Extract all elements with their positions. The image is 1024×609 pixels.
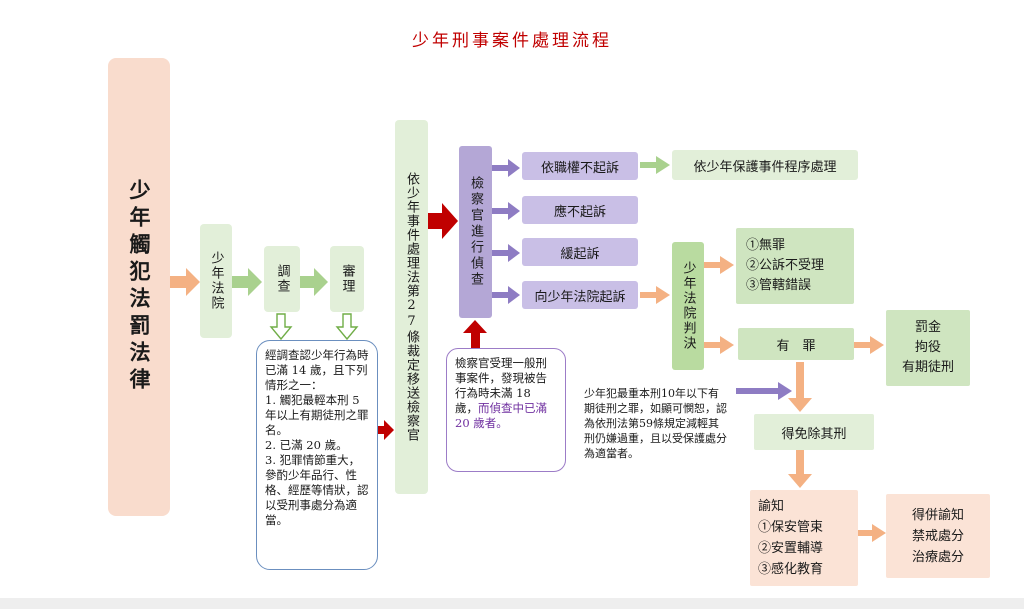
order-item-2: ②安置輔導 xyxy=(758,541,824,556)
sentence-note: 少年犯最重本刑10年以下有期徒刑之罪，如顯可憫恕，認為依刑法第59條規定減輕其刑… xyxy=(576,380,736,498)
prosecutor-note: 檢察官受理一般刑事案件，發現被告行為時未滿 18 歲，而偵查中已滿 20 歲者。 xyxy=(446,348,566,472)
juvenile-court-box: 少年法院 xyxy=(200,224,232,338)
arrow-to-protect-proc xyxy=(640,156,670,174)
guilty-box: 有 罪 xyxy=(738,328,854,360)
arrow-note-to-transfer xyxy=(378,420,394,440)
prosecutor-label: 檢察官進行偵查 xyxy=(468,176,483,288)
acquit-item-3: ③管轄錯誤 xyxy=(746,278,812,293)
deferred-prosecution-box: 緩起訴 xyxy=(522,238,638,266)
arrow-order-to-extra xyxy=(858,524,886,542)
extra-box: 得併諭知 禁戒處分 治療處分 xyxy=(886,494,990,578)
arrow-to-no-prosecute xyxy=(492,159,520,177)
investigation-note-item-1: 1. 觸犯最輕本刑 5 年以上有期徒刑之罪名。 xyxy=(265,393,369,437)
court-judgment-label: 少年法院判決 xyxy=(680,261,696,351)
acquit-box: ①無罪 ②公訴不受理 ③管轄錯誤 xyxy=(736,228,854,304)
arrow-to-indict xyxy=(492,286,520,304)
arrow-investigate-to-trial xyxy=(300,268,328,296)
arrow-investigate-down xyxy=(269,313,293,341)
investigation-note-item-2: 2. 已滿 20 歲。 xyxy=(265,438,348,452)
arrow-trial-down xyxy=(335,313,359,341)
order-title: 諭知 xyxy=(758,499,785,514)
trial-box: 審理 xyxy=(330,246,364,312)
order-item-3: ③感化教育 xyxy=(758,562,824,577)
arrow-guilty-to-exempt xyxy=(788,362,812,412)
arrow-exempt-to-order xyxy=(788,450,812,488)
acquit-item-1: ①無罪 xyxy=(746,238,786,253)
penalty-fine: 罰金 xyxy=(914,320,941,335)
must-not-prosecute-box: 應不起訴 xyxy=(522,196,638,224)
arrow-law-to-court xyxy=(170,268,200,296)
prosecutor-note-highlight: 而偵查中已滿 20 歲者。 xyxy=(455,401,547,430)
deferred-prosecution-label: 緩起訴 xyxy=(560,246,600,262)
transfer-box: 依少年事件處理法第27條裁定移送檢察官 xyxy=(395,120,428,494)
investigation-note-item-3: 3. 犯罪情節重大，參酌少年品行、性格、經歷等情狀，認以受刑事處分為適當。 xyxy=(265,453,369,527)
investigation-note: 經調查認少年行為時已滿 14 歲，且下列情形之一： 1. 觸犯最輕本刑 5 年以… xyxy=(256,340,378,570)
guilty-label: 有 罪 xyxy=(776,338,816,354)
transfer-label: 依少年事件處理法第27條裁定移送檢察官 xyxy=(404,172,419,442)
prosecutor-box: 檢察官進行偵查 xyxy=(459,146,492,318)
no-prosecute-discretion-label: 依職權不起訴 xyxy=(540,160,619,176)
sentence-note-text: 少年犯最重本刑10年以下有期徒刑之罪，如顯可憫恕，認為依刑法第59條規定減輕其刑… xyxy=(584,387,727,460)
must-not-prosecute-label: 應不起訴 xyxy=(553,204,606,220)
arrow-judgment-to-acquit xyxy=(704,256,734,274)
order-box: 諭知 ①保安管束 ②安置輔導 ③感化教育 xyxy=(750,490,858,586)
protect-procedure-box: 依少年保護事件程序處理 xyxy=(672,150,858,180)
arrow-guilty-to-penalties xyxy=(854,336,884,354)
juvenile-court-label: 少年法院 xyxy=(208,251,224,311)
penalties-box: 罰金 拘役 有期徒刑 xyxy=(886,310,970,386)
arrow-note-to-exempt xyxy=(736,382,792,400)
extra-item-2: 禁戒處分 xyxy=(911,528,964,544)
arrow-indict-to-court xyxy=(640,286,670,304)
extra-item-1: 得併諭知 xyxy=(911,507,964,523)
penalty-imprisonment: 有期徒刑 xyxy=(901,360,954,375)
protect-procedure-label: 依少年保護事件程序處理 xyxy=(693,159,837,175)
acquit-item-2: ②公訴不受理 xyxy=(746,258,825,273)
penalty-detention: 拘役 xyxy=(914,340,941,355)
trial-label: 審理 xyxy=(339,264,355,294)
extra-item-3: 治療處分 xyxy=(911,549,964,565)
arrow-to-must-not xyxy=(492,202,520,220)
juvenile-offense-label: 少年觸犯法罰法律 xyxy=(127,179,152,395)
no-prosecute-discretion-box: 依職權不起訴 xyxy=(522,152,638,180)
indict-label: 向少年法院起訴 xyxy=(534,289,626,305)
investigate-label: 調查 xyxy=(274,264,290,294)
court-judgment-box: 少年法院判決 xyxy=(672,242,704,370)
order-item-1: ①保安管束 xyxy=(758,520,824,535)
prosecutor-note-main: 檢察官受理一般刑事案件，發現被告行為時未滿 18 歲， xyxy=(455,356,547,415)
page-title: 少年刑事案件處理流程 xyxy=(412,31,612,51)
arrow-judgment-to-guilty xyxy=(704,336,734,354)
arrow-court-to-investigate xyxy=(232,268,262,296)
exempt-box: 得免除其刑 xyxy=(754,414,874,450)
arrow-to-deferred xyxy=(492,244,520,262)
investigate-box: 調查 xyxy=(264,246,300,312)
indict-box: 向少年法院起訴 xyxy=(522,281,638,309)
exempt-label: 得免除其刑 xyxy=(781,426,847,442)
arrow-note-up-prosecutor xyxy=(463,320,487,348)
footer-bar xyxy=(0,598,1024,609)
investigation-note-intro: 經調查認少年行為時已滿 14 歲，且下列情形之一： xyxy=(265,348,369,392)
juvenile-offense-box: 少年觸犯法罰法律 xyxy=(108,58,170,516)
arrow-transfer-to-prosecutor xyxy=(428,203,458,239)
